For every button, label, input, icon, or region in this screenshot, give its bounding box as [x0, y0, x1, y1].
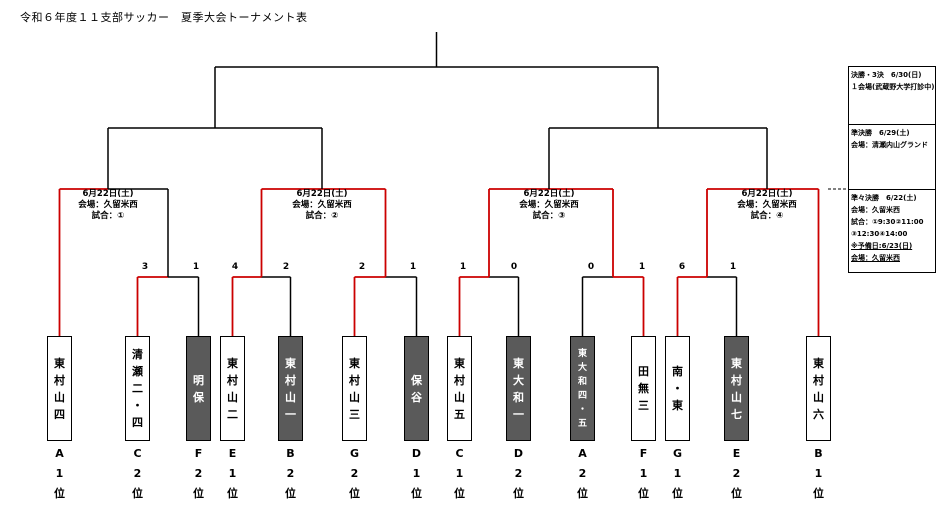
team-box: 東 村 山 六 — [806, 336, 831, 441]
match-score: 0 — [587, 262, 595, 272]
match-info-1: 6月22日(土) 会場：久留米西 試合：① — [43, 189, 173, 222]
match-date: 6月22日(土) — [296, 189, 348, 199]
match-score: 1 — [459, 262, 467, 272]
team-box: 東 大 和 四 ・ 五 — [570, 336, 595, 441]
team-name: 田 無 三 — [638, 365, 649, 412]
semifinal-info: 準決勝 6/29(土) 会場：清瀬内山グランド — [849, 125, 935, 190]
match-info-3: 6月22日(土) 会場：久留米西 試合：③ — [484, 189, 614, 222]
page-title: 令和６年度１１支部サッカー 夏季大会トーナメント表 — [20, 11, 308, 24]
schedule-info-box: 決勝・3決 6/30(日) １会場(武蔵野大学打診中) 準決勝 6/29(土) … — [848, 66, 936, 273]
final-venue: １会場(武蔵野大学打診中) — [851, 83, 935, 91]
match-info-4: 6月22日(土) 会場：久留米西 試合：④ — [702, 189, 832, 222]
team-box: 東 村 山 三 — [342, 336, 367, 441]
match-score: 1 — [638, 262, 646, 272]
match-venue: 会場：久留米西 — [292, 200, 352, 210]
match-venue: 会場：久留米西 — [737, 200, 797, 210]
match-score: 1 — [729, 262, 737, 272]
seed-rank: D 1 位 — [411, 447, 422, 500]
team-box: 東 村 山 一 — [278, 336, 303, 441]
seed-rank: F 2 位 — [193, 447, 204, 500]
team-name: 東 村 山 七 — [731, 356, 742, 421]
final-date: 決勝・3決 6/30(日) — [851, 71, 922, 79]
seed-rank: F 1 位 — [638, 447, 649, 500]
quarterfinal-info: 準々決勝 6/22(土) 会場：久留米西 試合：①9:30②11:00 ③12:… — [849, 190, 935, 272]
seed-rank: D 2 位 — [513, 447, 524, 500]
quarterfinal-times-2: ③12:30④14:00 — [851, 230, 908, 238]
team-name: 南 ・ 東 — [672, 365, 683, 412]
team-name: 明 保 — [193, 373, 204, 404]
seed-rank: G 2 位 — [349, 447, 360, 500]
team-name: 東 村 山 一 — [285, 356, 296, 421]
match-score: 6 — [678, 262, 686, 272]
match-score: 0 — [510, 262, 518, 272]
team-name: 東 大 和 四 ・ 五 — [577, 348, 587, 429]
team-box: 清 瀬 二 ・ 四 — [125, 336, 150, 441]
semifinal-date: 準決勝 6/29(土) — [851, 129, 910, 137]
team-box: 東 大 和 一 — [506, 336, 531, 441]
match-game: 試合：② — [305, 211, 339, 221]
match-info-2: 6月22日(土) 会場：久留米西 試合：② — [257, 189, 387, 222]
match-score: 3 — [141, 262, 149, 272]
match-venue: 会場：久留米西 — [519, 200, 579, 210]
team-name: 東 大 和 一 — [513, 356, 524, 421]
seed-rank: A 2 位 — [577, 447, 588, 500]
quarterfinal-times-1: 試合：①9:30②11:00 — [851, 218, 924, 226]
match-score: 4 — [231, 262, 239, 272]
seed-rank: C 1 位 — [454, 447, 465, 500]
team-box: 明 保 — [186, 336, 211, 441]
seed-rank: B 1 位 — [813, 447, 824, 500]
seed-rank: E 2 位 — [731, 447, 742, 500]
team-box: 東 村 山 五 — [447, 336, 472, 441]
seed-rank: E 1 位 — [227, 447, 238, 500]
seed-rank: C 2 位 — [132, 447, 143, 500]
team-name: 東 村 山 三 — [349, 356, 360, 421]
final-info: 決勝・3決 6/30(日) １会場(武蔵野大学打診中) — [849, 67, 935, 125]
reserve-venue: 会場：久留米西 — [851, 254, 900, 262]
match-date: 6月22日(土) — [741, 189, 793, 199]
team-box: 南 ・ 東 — [665, 336, 690, 441]
match-score: 2 — [358, 262, 366, 272]
team-box: 保 谷 — [404, 336, 429, 441]
match-date: 6月22日(土) — [523, 189, 575, 199]
team-name: 東 村 山 四 — [54, 356, 65, 421]
team-name: 東 村 山 六 — [813, 356, 824, 421]
team-name: 東 村 山 五 — [454, 356, 465, 421]
quarterfinal-date: 準々決勝 6/22(土) — [851, 194, 917, 202]
team-box: 東 村 山 二 — [220, 336, 245, 441]
quarterfinal-venue: 会場：久留米西 — [851, 206, 900, 214]
semifinal-venue: 会場：清瀬内山グランド — [851, 141, 928, 149]
reserve-day: ※予備日:6/23(日) — [851, 242, 913, 250]
team-name: 東 村 山 二 — [227, 356, 238, 421]
team-name: 清 瀬 二 ・ 四 — [132, 348, 143, 429]
team-name: 保 谷 — [411, 373, 422, 404]
seed-rank: B 2 位 — [285, 447, 296, 500]
match-date: 6月22日(土) — [82, 189, 134, 199]
match-score: 1 — [409, 262, 417, 272]
match-score: 1 — [192, 262, 200, 272]
match-game: 試合：① — [91, 211, 125, 221]
match-venue: 会場：久留米西 — [78, 200, 138, 210]
team-box: 東 村 山 四 — [47, 336, 72, 441]
seed-rank: A 1 位 — [54, 447, 65, 500]
match-score: 2 — [282, 262, 290, 272]
match-game: 試合：④ — [750, 211, 784, 221]
seed-rank: G 1 位 — [672, 447, 683, 500]
team-box: 東 村 山 七 — [724, 336, 749, 441]
team-box: 田 無 三 — [631, 336, 656, 441]
match-game: 試合：③ — [532, 211, 566, 221]
